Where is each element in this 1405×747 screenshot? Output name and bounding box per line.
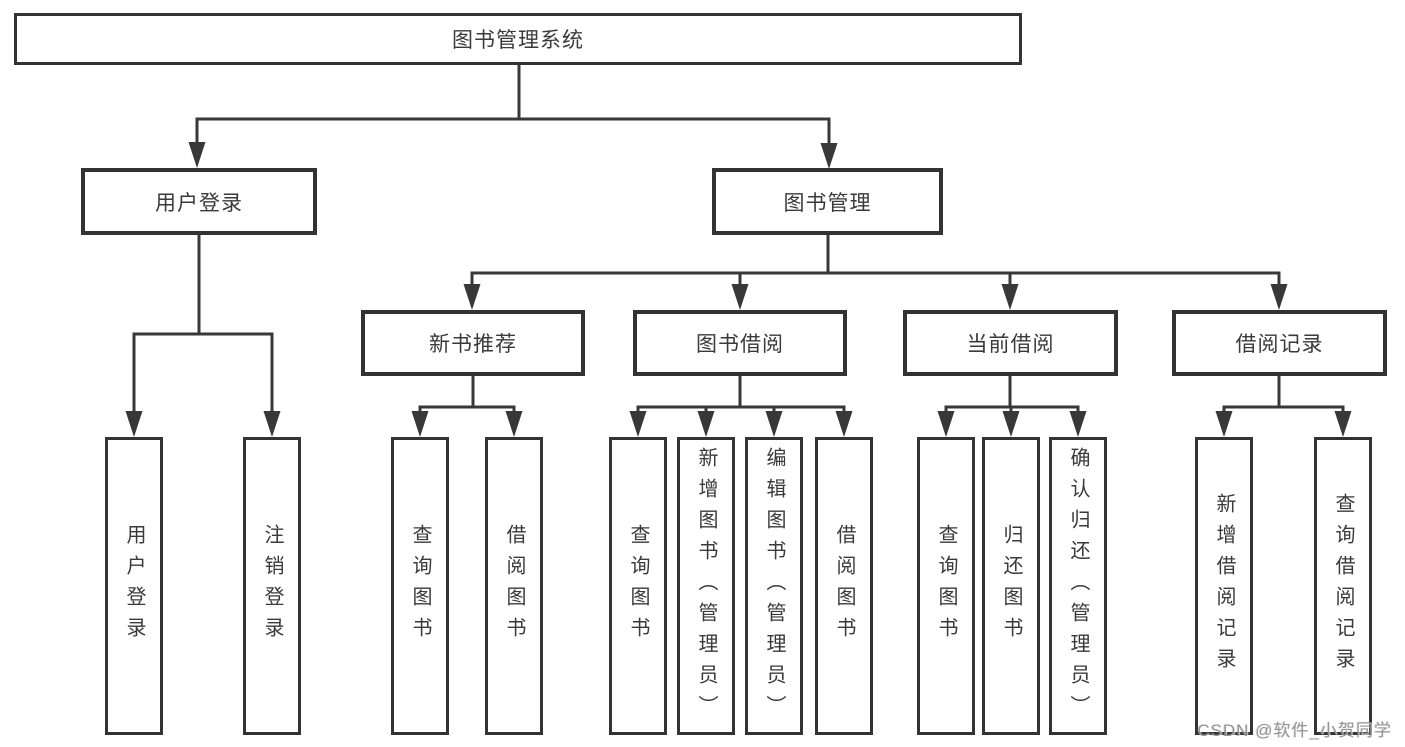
leaf-query-books-borrow: 查询图书 — [609, 437, 667, 735]
node-borrow-records: 借阅记录 — [1172, 310, 1387, 376]
leaf-query-borrow-record: 查询借阅记录 — [1314, 437, 1372, 735]
leaf-user-login: 用户登录 — [105, 437, 163, 735]
leaf-borrow-books: 借阅图书 — [815, 437, 873, 735]
leaf-borrow-books-recommend: 借阅图书 — [485, 437, 543, 735]
leaf-add-book-admin: 新增图书（管理员） — [677, 437, 735, 735]
leaf-query-books-current: 查询图书 — [917, 437, 975, 735]
node-book-management: 图书管理 — [712, 168, 943, 235]
leaf-add-borrow-record: 新增借阅记录 — [1195, 437, 1253, 735]
leaf-return-book: 归还图书 — [982, 437, 1040, 735]
leaf-edit-book-admin: 编辑图书（管理员） — [745, 437, 803, 735]
node-new-book-recommend: 新书推荐 — [361, 310, 585, 376]
node-book-borrow: 图书借阅 — [633, 310, 847, 376]
leaf-query-books-recommend: 查询图书 — [391, 437, 449, 735]
csdn-watermark: CSDN @软件_小贺同学 — [1197, 721, 1392, 740]
node-user-login: 用户登录 — [81, 168, 317, 235]
node-current-borrow: 当前借阅 — [903, 310, 1118, 376]
node-root: 图书管理系统 — [14, 13, 1022, 65]
arrowheads — [125, 142, 1352, 437]
leaf-logout: 注销登录 — [243, 437, 301, 735]
leaf-confirm-return-admin: 确认归还（管理员） — [1049, 437, 1107, 735]
